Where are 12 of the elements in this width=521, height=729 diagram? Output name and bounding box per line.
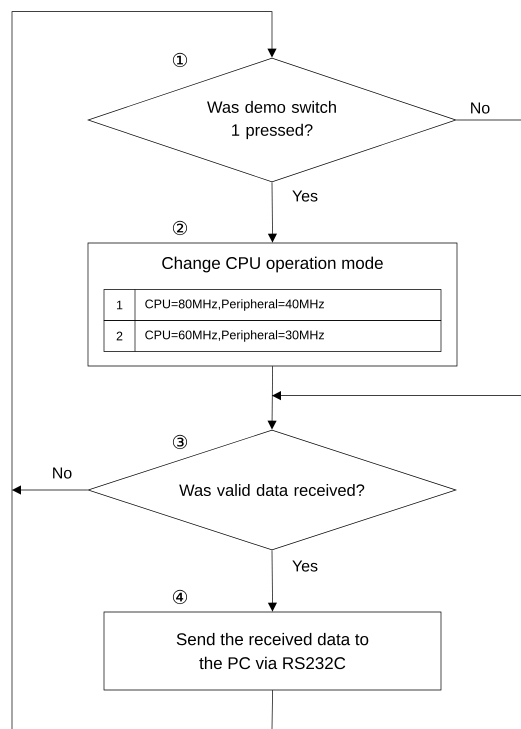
edge-label: Yes: [291, 189, 319, 203]
step-number: ③: [172, 434, 188, 450]
step-number: ④: [172, 590, 188, 604]
table-row: 2 CPU=60MHz,Peripheral=30MHz: [104, 320, 442, 352]
table-row: 1 CPU=80MHz,Peripheral=40MHz: [104, 289, 442, 321]
arrow: [12, 11, 277, 729]
step-number: ②: [172, 220, 188, 236]
edge-label: No: [50, 466, 74, 480]
arrow: [272, 391, 521, 400]
edge-label: No: [468, 101, 492, 115]
edge-label: Yes: [291, 559, 319, 573]
process-box: Send the received data to the PC via RS232C: [104, 612, 442, 690]
